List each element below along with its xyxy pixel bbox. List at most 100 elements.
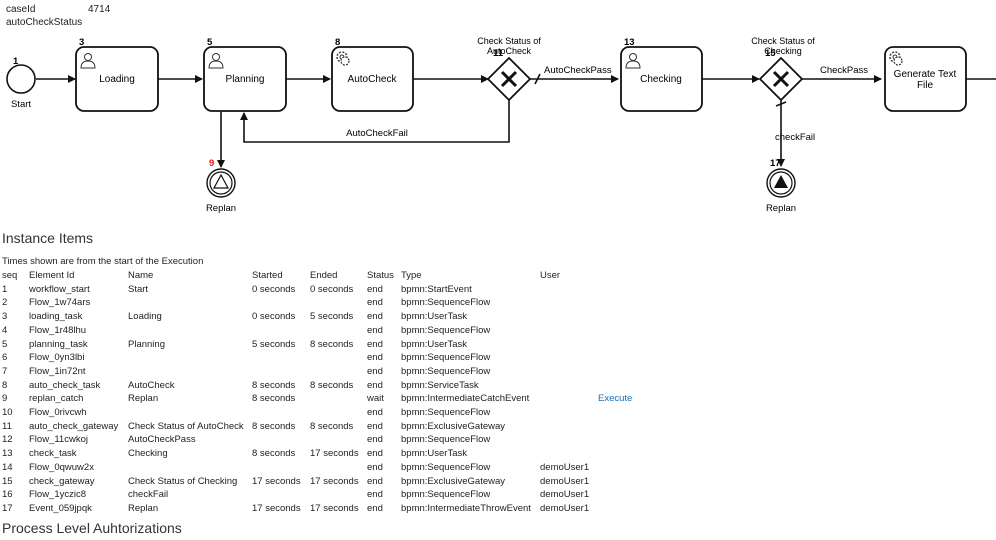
sequence-flows bbox=[36, 73, 996, 168]
task-autocheck-number: 8 bbox=[335, 37, 340, 48]
table-cell bbox=[310, 296, 367, 310]
table-cell: 6 bbox=[2, 352, 8, 364]
table-cell bbox=[252, 406, 310, 420]
process-auth-heading: Process Level Auhtorizations bbox=[2, 520, 182, 536]
task-checking-number: 13 bbox=[624, 37, 635, 48]
task-loading[interactable]: Loading bbox=[75, 46, 159, 112]
gateway-checking-number: 15 bbox=[765, 48, 776, 59]
table-cell: Flow_1r48lhu bbox=[29, 324, 87, 336]
user-icon bbox=[80, 53, 96, 69]
table-cell: end bbox=[367, 475, 383, 487]
replan-throw-event[interactable] bbox=[766, 168, 796, 198]
table-cell bbox=[540, 447, 598, 461]
gateway-checking-label-1: Check Status of bbox=[751, 36, 815, 46]
table-cell bbox=[540, 324, 598, 338]
table-cell bbox=[540, 296, 598, 310]
replan-throw-label: Replan bbox=[766, 203, 796, 214]
table-cell: 4 bbox=[2, 324, 8, 336]
table-cell: 8 seconds bbox=[252, 393, 296, 405]
table-cell: 10 bbox=[2, 407, 13, 419]
table-cell: Flow_1w74ars bbox=[29, 297, 91, 309]
replan-catch-event[interactable] bbox=[206, 168, 236, 198]
table-cell bbox=[540, 433, 598, 447]
table-cell: 14 bbox=[2, 461, 13, 473]
table-cell: 17 seconds bbox=[310, 475, 359, 487]
table-cell: bpmn:UserTask bbox=[401, 448, 467, 460]
task-generate-label-1: Generate Text bbox=[894, 69, 957, 80]
table-cell: workflow_start bbox=[29, 283, 90, 295]
task-planning-number: 5 bbox=[207, 37, 213, 48]
table-cell: 8 seconds bbox=[252, 379, 296, 391]
table-cell bbox=[598, 283, 638, 297]
table-cell: demoUser1 bbox=[540, 461, 590, 473]
table-cell: end bbox=[367, 379, 383, 391]
table-cell bbox=[598, 502, 638, 516]
task-planning[interactable]: Planning bbox=[203, 46, 287, 112]
gateway-checking-label-2: Checking bbox=[764, 46, 802, 56]
column-header: seq bbox=[2, 270, 18, 281]
table-cell bbox=[252, 365, 310, 379]
table-cell: check_task bbox=[29, 448, 77, 460]
gateway-checking[interactable] bbox=[758, 56, 804, 102]
gateway-autocheck[interactable] bbox=[486, 56, 532, 102]
table-cell bbox=[598, 461, 638, 475]
task-loading-number: 3 bbox=[79, 37, 84, 48]
table-cell: 17 seconds bbox=[252, 475, 301, 487]
table-cell: bpmn:SequenceFlow bbox=[401, 352, 491, 364]
table-cell: end bbox=[367, 283, 383, 295]
table-cell: 17 seconds bbox=[310, 448, 359, 460]
table-cell bbox=[598, 406, 638, 420]
task-checking[interactable]: Checking bbox=[620, 46, 703, 112]
table-cell: 8 seconds bbox=[310, 420, 354, 432]
table-cell bbox=[310, 392, 367, 406]
table-cell bbox=[598, 433, 638, 447]
table-cell bbox=[540, 310, 598, 324]
table-cell bbox=[252, 351, 310, 365]
table-cell: replan_catch bbox=[29, 393, 84, 405]
execute-link[interactable]: Execute bbox=[598, 393, 633, 405]
table-cell: Replan bbox=[128, 393, 159, 405]
table-cell: wait bbox=[367, 393, 384, 405]
table-cell: Replan bbox=[128, 502, 159, 514]
table-cell: 7 bbox=[2, 365, 8, 377]
table-cell: 8 seconds bbox=[252, 448, 296, 460]
table-cell: bpmn:UserTask bbox=[401, 311, 467, 323]
flow-label-autocheckfail: AutoCheckFail bbox=[346, 128, 408, 139]
table-cell bbox=[598, 475, 638, 489]
table-cell: bpmn:SequenceFlow bbox=[401, 461, 491, 473]
table-cell: auto_check_task bbox=[29, 379, 101, 391]
table-cell: bpmn:SequenceFlow bbox=[401, 365, 491, 377]
table-cell: 9 bbox=[2, 393, 8, 405]
table-cell bbox=[598, 324, 638, 338]
gateway-autocheck-label-2: AutoCheck bbox=[487, 46, 532, 56]
gateway-autocheck-label-1: Check Status of bbox=[477, 36, 541, 46]
table-cell: bpmn:SequenceFlow bbox=[401, 434, 491, 446]
table-cell: end bbox=[367, 448, 383, 460]
table-cell bbox=[598, 365, 638, 379]
table-cell bbox=[540, 420, 598, 434]
table-cell: 8 seconds bbox=[310, 338, 354, 350]
table-cell bbox=[540, 351, 598, 365]
table-cell: Checking bbox=[128, 448, 168, 460]
table-cell: demoUser1 bbox=[540, 489, 590, 501]
flow-default-marker bbox=[534, 73, 541, 85]
flow-label-autocheckpass: AutoCheckPass bbox=[544, 65, 612, 76]
table-cell: 8 bbox=[2, 379, 8, 391]
table-cell: loading_task bbox=[29, 311, 83, 323]
table-cell: check_gateway bbox=[29, 475, 95, 487]
table-cell bbox=[252, 433, 310, 447]
table-cell bbox=[598, 379, 638, 393]
table-cell: Check Status of AutoCheck bbox=[128, 420, 244, 432]
signal-icon bbox=[774, 175, 788, 188]
task-autocheck[interactable]: AutoCheck bbox=[331, 46, 414, 112]
task-generate-text-file[interactable]: Generate Text File bbox=[884, 46, 967, 112]
gear-icon bbox=[889, 51, 903, 66]
